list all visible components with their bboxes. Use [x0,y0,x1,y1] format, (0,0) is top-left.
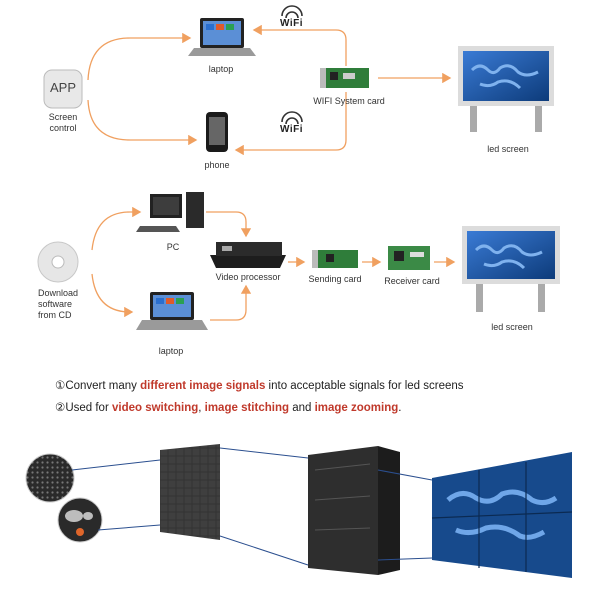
laptop-label: laptop [208,64,234,74]
note-text: . [398,402,402,414]
app-icon-text: APP [49,80,76,95]
led-module-closeup [57,497,103,543]
note-highlight: image stitching [204,402,289,414]
label-line: from CD [38,310,72,320]
app-icon [43,69,83,109]
note-highlight: video switching [111,402,199,414]
note-text: Used for [65,402,112,414]
note-text: and [289,402,315,414]
note-highlight: different image signals [140,380,266,392]
wifi-signal-icon [281,5,303,19]
wifi-card-label: WIFI System card [313,96,385,106]
video-wall [431,452,573,578]
zoom-lines [71,447,433,566]
flow-arrow [91,206,456,321]
flow-arrow [87,24,452,156]
label-line: control [49,123,77,133]
pc-icon [136,192,204,232]
laptop-label: laptop [158,346,184,356]
led-screen-icon [458,46,554,132]
wifi-label: WiFi [280,124,304,135]
note-text: into acceptable signals for led screens [265,380,464,392]
receiver-card-label: Receiver card [384,276,440,286]
wifi-signal-icon [281,111,303,125]
laptop-icon [188,18,256,56]
label-line: Download [38,288,79,298]
note-text: , [198,402,205,414]
note-text: Convert many [65,380,141,392]
note-marker: ② [55,402,66,414]
note-highlight: image zooming [314,402,399,414]
pc-label: PC [166,242,180,252]
note-line-2: ②Used for video switching, image stitchi… [55,400,401,414]
label-line: software [38,299,73,309]
led-pixel-closeup [25,453,75,503]
led-cabinet [308,446,400,575]
phone-label: phone [204,160,230,170]
label-line: Screen [48,112,78,122]
led-screen-icon [462,226,560,312]
screen-control-label: Screen control [40,112,86,134]
led-screen-label: led screen [491,322,533,332]
note-marker: ① [55,380,66,392]
led-screen-label: led screen [487,144,529,154]
sending-card-icon [312,250,358,268]
video-processor-icon [210,242,286,268]
laptop-icon [136,292,208,330]
phone-icon [206,112,228,152]
receiver-card-icon [388,246,430,270]
sending-card-label: Sending card [308,274,362,284]
note-line-1: ①Convert many different image signals in… [55,378,464,392]
wifi-card-icon [320,68,369,88]
download-label: Download software from CD [38,288,78,321]
cd-icon [37,241,79,283]
led-module-panel [160,444,220,540]
wifi-label: WiFi [280,18,304,29]
video-processor-label: Video processor [215,272,281,282]
